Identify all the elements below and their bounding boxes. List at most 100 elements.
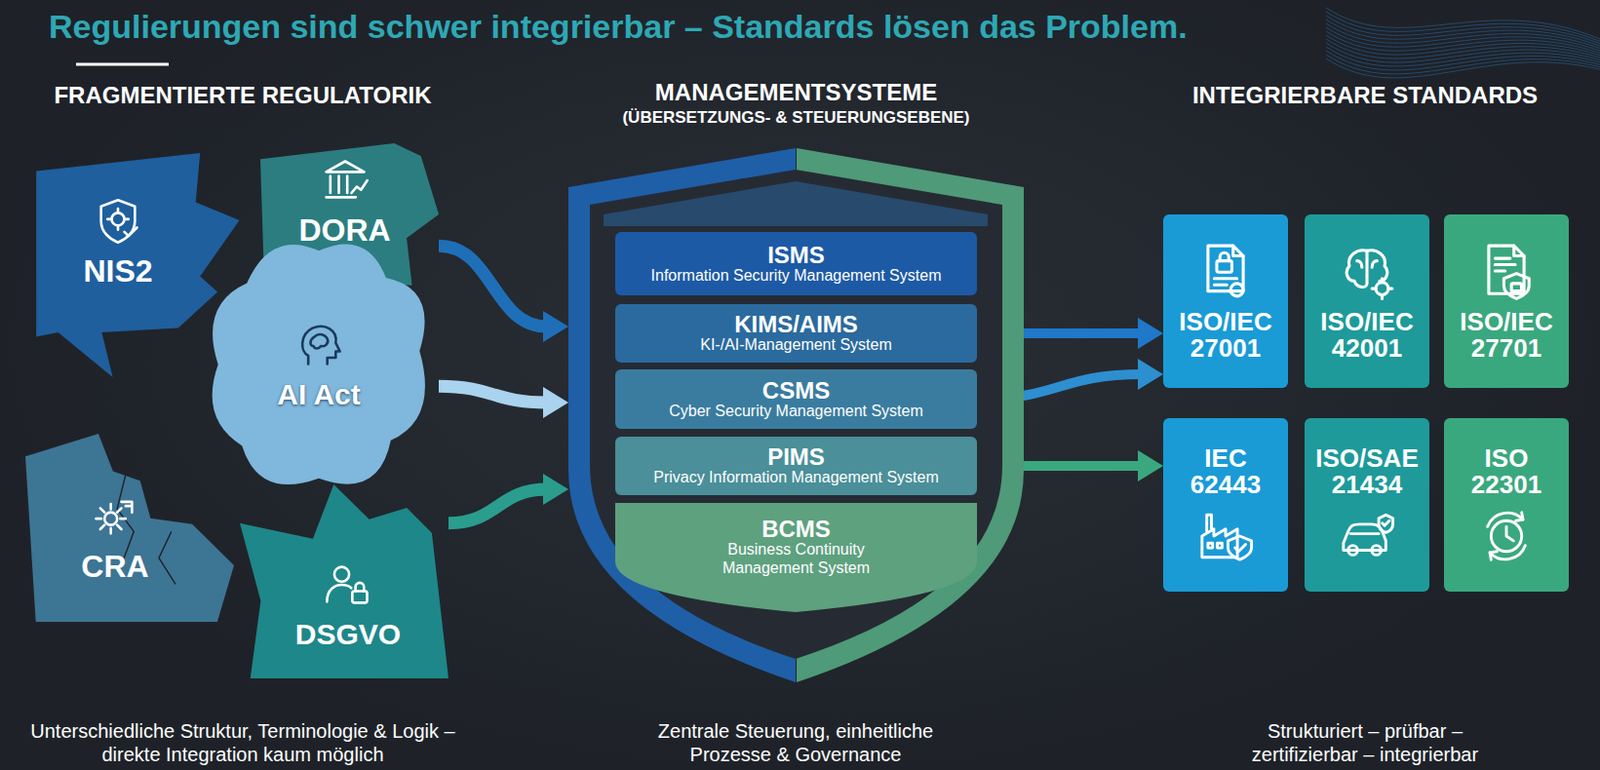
graphic-part [1235, 545, 1247, 552]
standard-box: ISO/IEC 27701 [1443, 214, 1569, 389]
regulation-shape: NIS2 [25, 153, 244, 378]
graphic-part [326, 585, 352, 602]
graphic-part [325, 161, 364, 173]
icon-symbol [1197, 507, 1254, 565]
graphic-part [1217, 544, 1223, 549]
graphic-part [1489, 551, 1497, 560]
graphic-part [1357, 260, 1378, 267]
graphic-part [124, 228, 138, 237]
graphic-part [1514, 245, 1524, 256]
graphic-part [1202, 515, 1252, 561]
node-heading: CRA [80, 549, 149, 585]
graphic-part [302, 325, 341, 364]
node-heading: DSGVO [295, 618, 401, 651]
node-body: Cyber Security Management System [668, 402, 924, 421]
node-heading: ISO/SAE 21434 [1312, 445, 1422, 500]
graphic-part [351, 591, 367, 604]
graphic-part [1343, 515, 1394, 556]
column-caption: Unterschiedliche Struktur, Terminologie … [28, 719, 458, 767]
graphic-part [101, 200, 138, 243]
graphic-part [1227, 536, 1251, 560]
graphic-part [96, 502, 133, 535]
graphic-part [239, 484, 449, 679]
icon-symbol [92, 195, 144, 247]
graphic-part [1382, 521, 1390, 527]
node-heading: ISO 22301 [1451, 445, 1561, 500]
page-title: Regulierungen sind schwer integrierbar –… [48, 7, 1188, 46]
wave-line [1326, 42, 1600, 63]
graphic-part [1375, 281, 1389, 295]
graphic-part [36, 153, 239, 378]
graphic-part [615, 503, 977, 613]
icon-symbol [293, 319, 345, 371]
regulation-shape: CRA [25, 433, 235, 623]
graphic-part [121, 502, 133, 513]
node-body: Information Security Management System [651, 267, 942, 285]
graphic-part [1516, 512, 1523, 521]
graphic-part [1216, 260, 1233, 273]
node-heading: ISO/IEC 42001 [1312, 309, 1422, 363]
standard-box: ISO/IEC 42001 [1304, 214, 1430, 389]
node-heading: ISMS [767, 242, 825, 268]
node-heading: ISO/IEC 27701 [1451, 309, 1561, 363]
icon-symbol [1336, 240, 1398, 302]
wave-line [1326, 58, 1600, 79]
graphic-part [1503, 273, 1529, 299]
regulation-shape: DSGVO [239, 484, 449, 679]
graphic-part [25, 433, 235, 623]
graphic-part [107, 208, 129, 231]
graphic-part [1378, 515, 1394, 534]
column-caption: Strukturiert – prüfbar – zertifizierbar … [1213, 719, 1517, 767]
icon-symbol [1338, 507, 1396, 565]
standard-box: ISO/IEC 27001 [1163, 214, 1288, 389]
graphic-part [1346, 250, 1393, 300]
graphic-part [1219, 252, 1229, 261]
icon-symbol [319, 155, 371, 206]
graphic-part [302, 325, 341, 364]
node-body: KI-/AI-Management System [700, 336, 893, 354]
graphic-part [1202, 529, 1238, 558]
regulation-cloud: AI Act [198, 229, 439, 501]
graphic-part [351, 180, 367, 194]
graphic-part [1208, 544, 1213, 549]
graphic-part [589, 169, 1003, 660]
node-heading: AI Act [276, 378, 361, 411]
graphic-part [1494, 258, 1516, 272]
node-heading: IEC 62443 [1170, 445, 1281, 500]
standard-box: IEC 62443 [1163, 418, 1288, 592]
icon-symbol [89, 491, 141, 543]
graphic-part [158, 531, 176, 585]
graphic-part [1489, 546, 1525, 560]
graphic-part [1371, 277, 1393, 299]
graphic-part [1346, 250, 1367, 288]
node-body: Business Continuity Management System [684, 541, 909, 578]
graphic-part [212, 243, 426, 485]
graphic-part [325, 161, 367, 198]
flow-arrow [438, 245, 547, 327]
graphic-part [1490, 521, 1522, 552]
graphic-part [1487, 512, 1526, 560]
management-band: BCMSBusiness Continuity Management Syste… [615, 503, 977, 613]
graphic-part [603, 181, 988, 227]
column-caption: Zentrale Steuerung, einheitliche Prozess… [624, 719, 967, 767]
node-heading: KIMS/AIMS [734, 312, 859, 337]
wave-lines [1326, 7, 1600, 79]
standard-box: ISO/SAE 21434 [1304, 418, 1430, 592]
graphic-part [1506, 527, 1514, 543]
node-heading: NIS2 [82, 254, 153, 289]
graphic-part [1350, 532, 1379, 536]
management-band: CSMSCyber Security Management System [615, 369, 977, 430]
graphic-part [1488, 245, 1524, 294]
node-heading: BCMS [761, 516, 831, 542]
wave-line [1326, 15, 1600, 44]
graphic-part [1511, 283, 1522, 292]
column-heading: FRAGMENTIERTE REGULATORIK [18, 81, 468, 111]
graphic-part [1348, 546, 1359, 556]
wave-line [1326, 54, 1600, 75]
management-band: ISMSInformation Security Management Syst… [615, 232, 977, 296]
wave-line [1326, 27, 1600, 51]
icon-symbol [1195, 240, 1256, 302]
graphic-part [1230, 283, 1244, 297]
management-band: KIMS/AIMSKI-/AI-Management System [615, 304, 977, 363]
